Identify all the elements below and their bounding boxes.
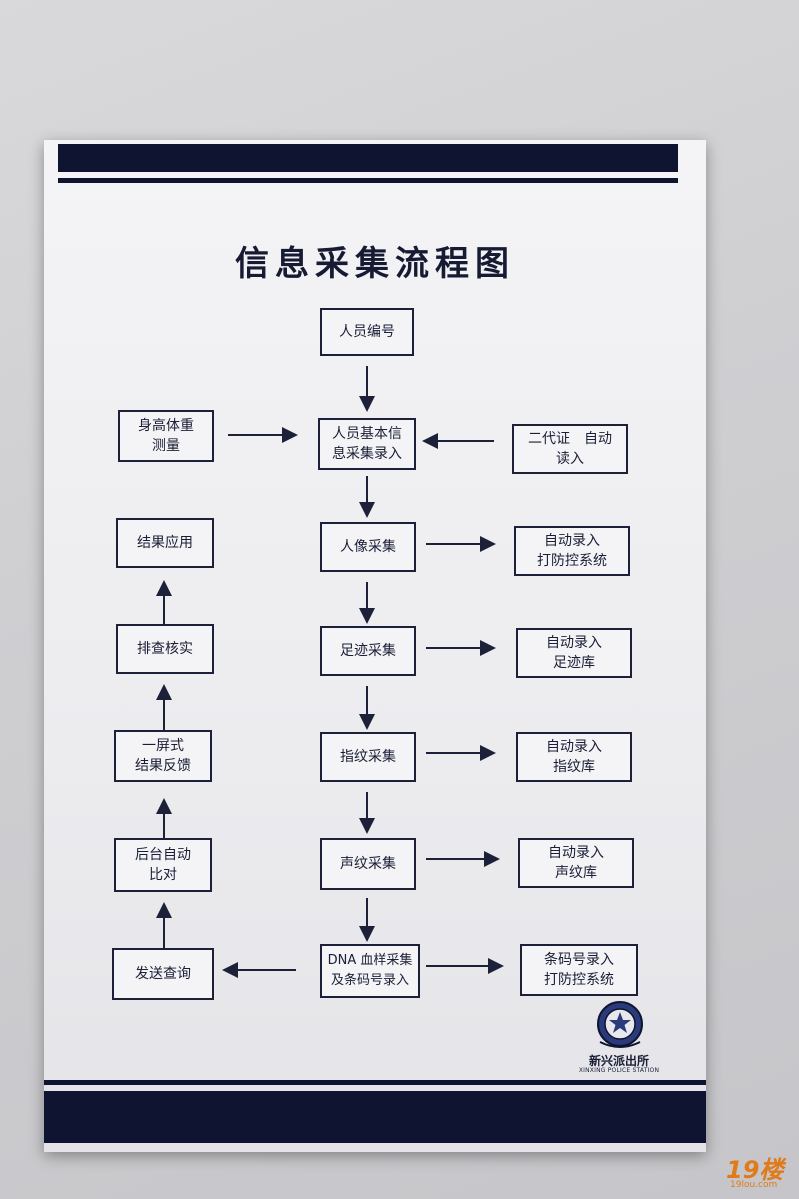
node-shengao-tizhong: 身高体重 测量 [118,410,214,462]
node-tiaoma-luru: 条码号录入 打防控系统 [520,944,638,996]
node-renxiang: 人像采集 [320,522,416,572]
node-zidong-shengwen: 自动录入 声纹库 [518,838,634,888]
node-paicha-heshi: 排查核实 [116,624,214,674]
node-zidong-zuji: 自动录入 足迹库 [516,628,632,678]
node-yipingshi: 一屏式 结果反馈 [114,730,212,782]
node-jieguo-yingyong: 结果应用 [116,518,214,568]
police-emblem-icon [597,1001,643,1048]
site-watermark: 19楼 19lou.com [726,1150,792,1194]
node-zhiwen: 指纹采集 [320,732,416,782]
node-zuji: 足迹采集 [320,626,416,676]
node-zidong-fangkong: 自动录入 打防控系统 [514,526,630,576]
top-thin-band [58,178,678,183]
node-houtai-bidui: 后台自动 比对 [114,838,212,892]
node-shengwen: 声纹采集 [320,838,416,890]
top-band [58,144,678,172]
node-dna: DNA 血样采集 及条码号录入 [320,944,420,998]
flowchart-board: 信息采集流程图 [44,140,706,1152]
node-zidong-zhiwen: 自动录入 指纹库 [516,732,632,782]
node-jiben-xinxi: 人员基本信 息采集录入 [318,418,416,470]
connector-arrows [156,366,504,978]
watermark-url: 19lou.com [730,1180,778,1190]
node-fasong-chaxun: 发送查询 [112,948,214,1000]
node-renyuan-bianhao: 人员编号 [320,308,414,356]
chart-title: 信息采集流程图 [235,244,515,284]
station-name-en: XINXING POLICE STATION [578,1067,660,1074]
node-erdaizheng: 二代证 自动 读入 [512,424,628,474]
bottom-thin-band [44,1080,706,1085]
watermark-logo: 19楼 [726,1156,784,1184]
bottom-band [44,1091,706,1143]
station-name-cn: 新兴派出所 [588,1054,649,1068]
